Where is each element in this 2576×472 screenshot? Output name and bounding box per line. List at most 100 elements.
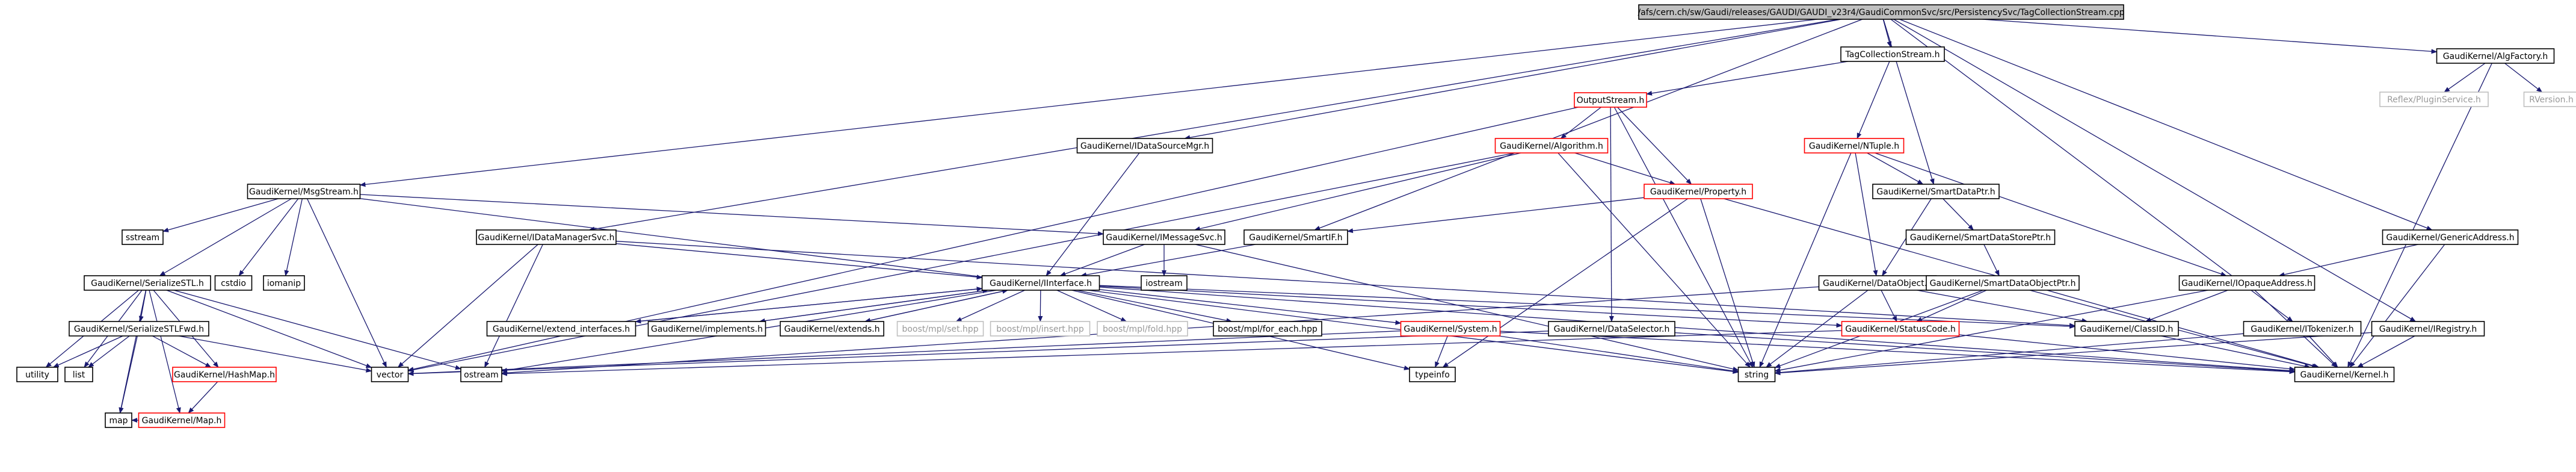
node-label-iostream: iostream <box>1145 279 1183 288</box>
node-kernel[interactable]: GaudiKernel/Kernel.h <box>2294 367 2395 382</box>
node-label-extends: GaudiKernel/extends.h <box>784 324 880 334</box>
node-vector[interactable]: vector <box>371 367 409 382</box>
edges <box>45 19 2543 423</box>
node-box-datasourcemgr <box>1076 138 1213 154</box>
node-smartdataobjectptr[interactable]: GaudiKernel/SmartDataObjectPtr.h <box>1926 275 2080 291</box>
node-mplforeach[interactable]: boost/mpl/for_each.hpp <box>1213 321 1322 337</box>
node-ostream[interactable]: ostream <box>460 367 502 382</box>
edge-msgstream-to-imessagesvc <box>360 194 1104 237</box>
node-box-system <box>1400 321 1501 337</box>
node-statuscode[interactable]: GaudiKernel/StatusCode.h <box>1841 321 1960 337</box>
edge-serializestlfwd-to-vector <box>178 335 372 373</box>
node-box-classid <box>2074 321 2179 337</box>
node-implements[interactable]: GaudiKernel/implements.h <box>647 321 766 337</box>
node-smartif[interactable]: GaudiKernel/SmartIF.h <box>1243 229 1348 245</box>
edge-serializestlfwd-to-utility <box>52 335 123 368</box>
node-smartdatastoreptr[interactable]: GaudiKernel/SmartDataStorePtr.h <box>1905 229 2056 245</box>
edge-iregistry-to-string <box>1774 332 2372 376</box>
node-serializestlfwd[interactable]: GaudiKernel/SerializeSTLFwd.h <box>69 321 209 337</box>
node-mplfold[interactable]: boost/mpl/fold.hpp <box>1097 321 1188 337</box>
node-label-cstdio: cstdio <box>221 279 246 288</box>
node-label-extendinterfaces: GaudiKernel/extend_interfaces.h <box>493 324 630 334</box>
node-box-extends <box>780 321 884 337</box>
node-system[interactable]: GaudiKernel/System.h <box>1400 321 1501 337</box>
node-box-ntuple <box>1804 138 1905 154</box>
node-smartdataptr[interactable]: GaudiKernel/SmartDataPtr.h <box>1872 184 2000 199</box>
edge-extends-to-iinterface <box>864 289 1009 322</box>
node-sstream[interactable]: sstream <box>122 229 164 245</box>
node-root[interactable]: /afs/cern.ch/sw/Gaudi/releases/GAUDI/GAU… <box>1638 4 2125 20</box>
edge-iinterface-to-kernel <box>1099 287 2296 373</box>
node-gkmap[interactable]: GaudiKernel/Map.h <box>138 412 226 428</box>
node-iinterface[interactable]: GaudiKernel/IInterface.h <box>981 275 1100 291</box>
node-box-utility <box>16 367 58 382</box>
node-label-smartdatastoreptr: GaudiKernel/SmartDataStorePtr.h <box>1910 233 2051 243</box>
edge-ntuple-to-string <box>1759 152 1852 368</box>
node-iomanip[interactable]: iomanip <box>263 275 305 291</box>
node-label-datamanagersvc: GaudiKernel/IDataManagerSvc.h <box>478 233 615 243</box>
edge-dataobject-to-statuscode <box>1881 290 1897 322</box>
node-iostream[interactable]: iostream <box>1141 275 1188 291</box>
node-reflexplugin[interactable]: Reflex/PluginService.h <box>2379 92 2489 107</box>
node-label-iinterface: GaudiKernel/IInterface.h <box>990 279 1092 288</box>
node-hashmap[interactable]: GaudiKernel/HashMap.h <box>172 367 277 382</box>
node-box-genericaddress <box>2382 229 2519 245</box>
node-itokenizer[interactable]: GaudiKernel/ITokenizer.h <box>2243 321 2362 337</box>
edge-iregistry-to-kernel <box>2357 335 2415 368</box>
node-outputstream[interactable]: OutputStream.h <box>1574 92 1647 108</box>
node-label-imessagesvc: GaudiKernel/IMessageSvc.h <box>1106 233 1222 243</box>
node-msgstream[interactable]: GaudiKernel/MsgStream.h <box>247 184 361 199</box>
node-ntuple[interactable]: GaudiKernel/NTuple.h <box>1804 138 1905 154</box>
node-datamanagersvc[interactable]: GaudiKernel/IDataManagerSvc.h <box>476 229 617 245</box>
node-list[interactable]: list <box>64 367 93 382</box>
node-classid[interactable]: GaudiKernel/ClassID.h <box>2074 321 2179 337</box>
node-serializestl[interactable]: GaudiKernel/SerializeSTL.h <box>84 275 211 291</box>
node-box-implements <box>647 321 766 337</box>
edge-iopaqueaddress-to-classid <box>2145 290 2228 322</box>
edge-classid-to-kernel <box>2161 335 2311 369</box>
edge-datasourcemgr-to-iinterface <box>1046 152 1140 276</box>
node-algfactory[interactable]: GaudiKernel/AlgFactory.h <box>2436 48 2555 64</box>
node-box-outputstream <box>1574 92 1647 108</box>
node-label-genericaddress: GaudiKernel/GenericAddress.h <box>2386 233 2514 243</box>
node-rversion[interactable]: RVersion.h <box>2523 92 2576 107</box>
node-box-smartdataobjectptr <box>1926 275 2080 291</box>
node-mplset[interactable]: boost/mpl/set.hpp <box>896 321 984 337</box>
edge-algfactory-to-rversion <box>2504 63 2543 93</box>
node-label-smartdataobjectptr: GaudiKernel/SmartDataObjectPtr.h <box>1930 279 2076 288</box>
node-genericaddress[interactable]: GaudiKernel/GenericAddress.h <box>2382 229 2519 245</box>
node-datasourcemgr[interactable]: GaudiKernel/IDataSourceMgr.h <box>1076 138 1213 154</box>
node-extendinterfaces[interactable]: GaudiKernel/extend_interfaces.h <box>486 321 636 337</box>
node-box-tcsh <box>1840 46 1945 62</box>
node-cstdio[interactable]: cstdio <box>214 275 253 291</box>
node-box-mplset <box>896 321 984 337</box>
node-box-dataselector <box>1548 321 1675 337</box>
node-iregistry[interactable]: GaudiKernel/IRegistry.h <box>2371 321 2485 337</box>
node-typeinfo[interactable]: typeinfo <box>1409 367 1456 382</box>
node-mplinsert[interactable]: boost/mpl/insert.hpp <box>990 321 1091 337</box>
node-label-root: /afs/cern.ch/sw/Gaudi/releases/GAUDI/GAU… <box>1638 8 2124 17</box>
node-box-cstdio <box>214 275 253 291</box>
node-imessagesvc[interactable]: GaudiKernel/IMessageSvc.h <box>1103 229 1225 245</box>
node-algorithm[interactable]: GaudiKernel/Algorithm.h <box>1494 138 1609 154</box>
node-label-utility: utility <box>25 370 49 380</box>
node-label-property: GaudiKernel/Property.h <box>1650 187 1746 197</box>
node-box-kernel <box>2294 367 2395 382</box>
node-box-dataobject <box>1818 275 1937 291</box>
node-label-serializestl: GaudiKernel/SerializeSTL.h <box>91 279 204 288</box>
edge-algorithm-to-string <box>1558 152 1751 368</box>
edge-msgstream-to-sstream <box>162 198 279 232</box>
node-string[interactable]: string <box>1737 367 1776 382</box>
node-extends[interactable]: GaudiKernel/extends.h <box>780 321 884 337</box>
node-map[interactable]: map <box>105 412 132 428</box>
node-box-list <box>64 367 93 382</box>
node-iopaqueaddress[interactable]: GaudiKernel/IOpaqueAddress.h <box>2178 275 2316 291</box>
node-dataobject[interactable]: GaudiKernel/DataObject.h <box>1818 275 1937 291</box>
node-tcsh[interactable]: TagCollectionStream.h <box>1840 46 1945 62</box>
node-dataselector[interactable]: GaudiKernel/DataSelector.h <box>1548 321 1675 337</box>
edge-statuscode-to-ostream <box>501 330 1842 376</box>
node-utility[interactable]: utility <box>16 367 58 382</box>
node-box-gkmap <box>138 412 226 428</box>
node-box-iinterface <box>981 275 1100 291</box>
node-property[interactable]: GaudiKernel/Property.h <box>1644 184 1753 199</box>
